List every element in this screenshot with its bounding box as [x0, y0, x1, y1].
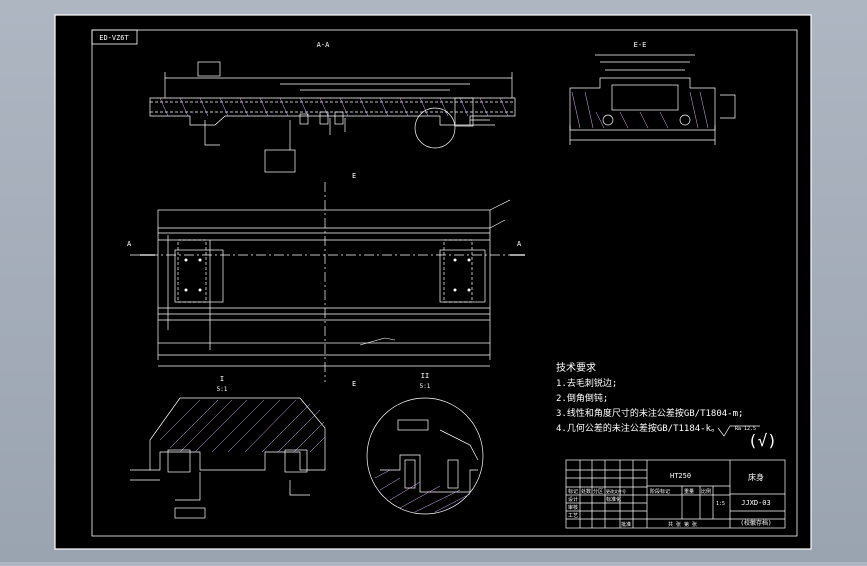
scale-label: 比例 [701, 488, 711, 495]
detail-i-scale: 5:1 [217, 386, 228, 393]
detail-i: I 5:1 [130, 375, 326, 519]
change-doc-label: 更改文件号 [606, 488, 626, 494]
detail-ii-label: II [421, 372, 429, 380]
standardize-label: 标准化 [606, 496, 621, 503]
design-label: 设计 [568, 496, 578, 503]
code-box-text: ED-VZ6T [99, 34, 129, 42]
scale-value: 1:5 [716, 501, 725, 507]
part-name: 床身 [748, 472, 764, 482]
roughness-value: Ra 12.5 [735, 426, 756, 432]
title-block: HT250 床身 JJXD-03 (校徽存档) 阶段标记 重量 比例 1:5 共… [565, 459, 786, 529]
drawing-number: JJXD-03 [741, 499, 771, 507]
section-a-a-label: A-A [317, 41, 330, 49]
section-e-e-label: E-E [634, 41, 647, 49]
stage-mark-label: 阶段标记 [650, 488, 670, 495]
weight-label: 重量 [684, 488, 694, 495]
requirements-heading: 技术要求 [556, 361, 596, 374]
roughness-symbol [717, 425, 760, 437]
section-a-a: A-A [149, 41, 516, 173]
detail-i-label: I [220, 375, 224, 383]
roughness-general-mark: (√) [748, 431, 777, 450]
requirement-item: 4.几何公差的未注公差按GB/T1184-k。 [556, 422, 720, 434]
requirement-item: 2.倒角倒钝; [556, 392, 608, 404]
requirement-item: 1.去毛刺锐边; [556, 377, 617, 389]
detail-ii-scale: 5:1 [420, 383, 431, 390]
section-e-e: E-E [569, 41, 736, 145]
process-label: 工艺 [568, 513, 578, 519]
material-text: HT250 [670, 472, 691, 480]
plan-view: E E A A [127, 172, 525, 388]
section-marker-e-bottom: E [352, 380, 356, 388]
zone-label: 分区 [593, 488, 603, 495]
detail-ii: II 5:1 [366, 372, 484, 515]
sheets-label: 共 张 第 张 [668, 521, 697, 528]
marker-label: 标记 [568, 488, 578, 495]
code-box [91, 29, 138, 45]
count-label: 处数 [581, 488, 591, 495]
requirement-item: 3.线性和角度尺寸的未注公差按GB/T1804-m; [556, 407, 743, 419]
approve-label: 批准 [621, 521, 631, 528]
school-text: (校徽存档) [740, 519, 771, 527]
technical-requirements: 技术要求 1.去毛刺锐边; 2.倒角倒钝; 3.线性和角度尺寸的未注公差按GB/… [556, 361, 777, 450]
section-marker-a-left: A [127, 240, 132, 248]
drawing-frame [91, 29, 798, 537]
check-label: 审核 [568, 504, 578, 511]
paper-sheet [54, 14, 812, 550]
section-marker-a-right: A [517, 240, 522, 248]
section-marker-e-top: E [352, 172, 356, 180]
